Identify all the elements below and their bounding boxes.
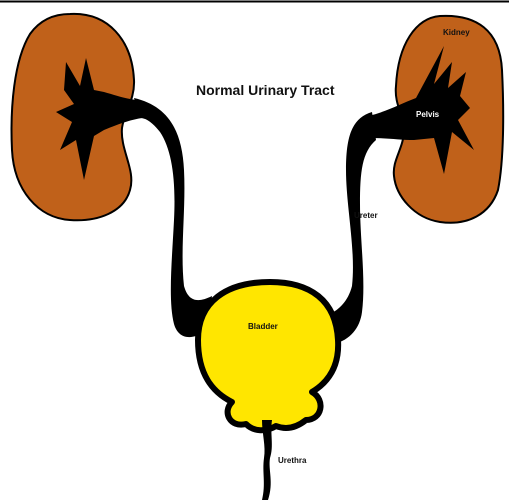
diagram-title: Normal Urinary Tract (196, 83, 335, 97)
bladder (198, 282, 338, 430)
urethra-label: Urethra (278, 457, 306, 465)
urethra (262, 420, 272, 500)
kidney-label: Kidney (443, 29, 470, 37)
ureter-label: Ureter (354, 212, 378, 220)
right-ureter (330, 112, 376, 344)
left-ureter (134, 98, 212, 337)
pelvis-label: Pelvis (416, 111, 439, 119)
bladder-label: Bladder (248, 323, 278, 331)
